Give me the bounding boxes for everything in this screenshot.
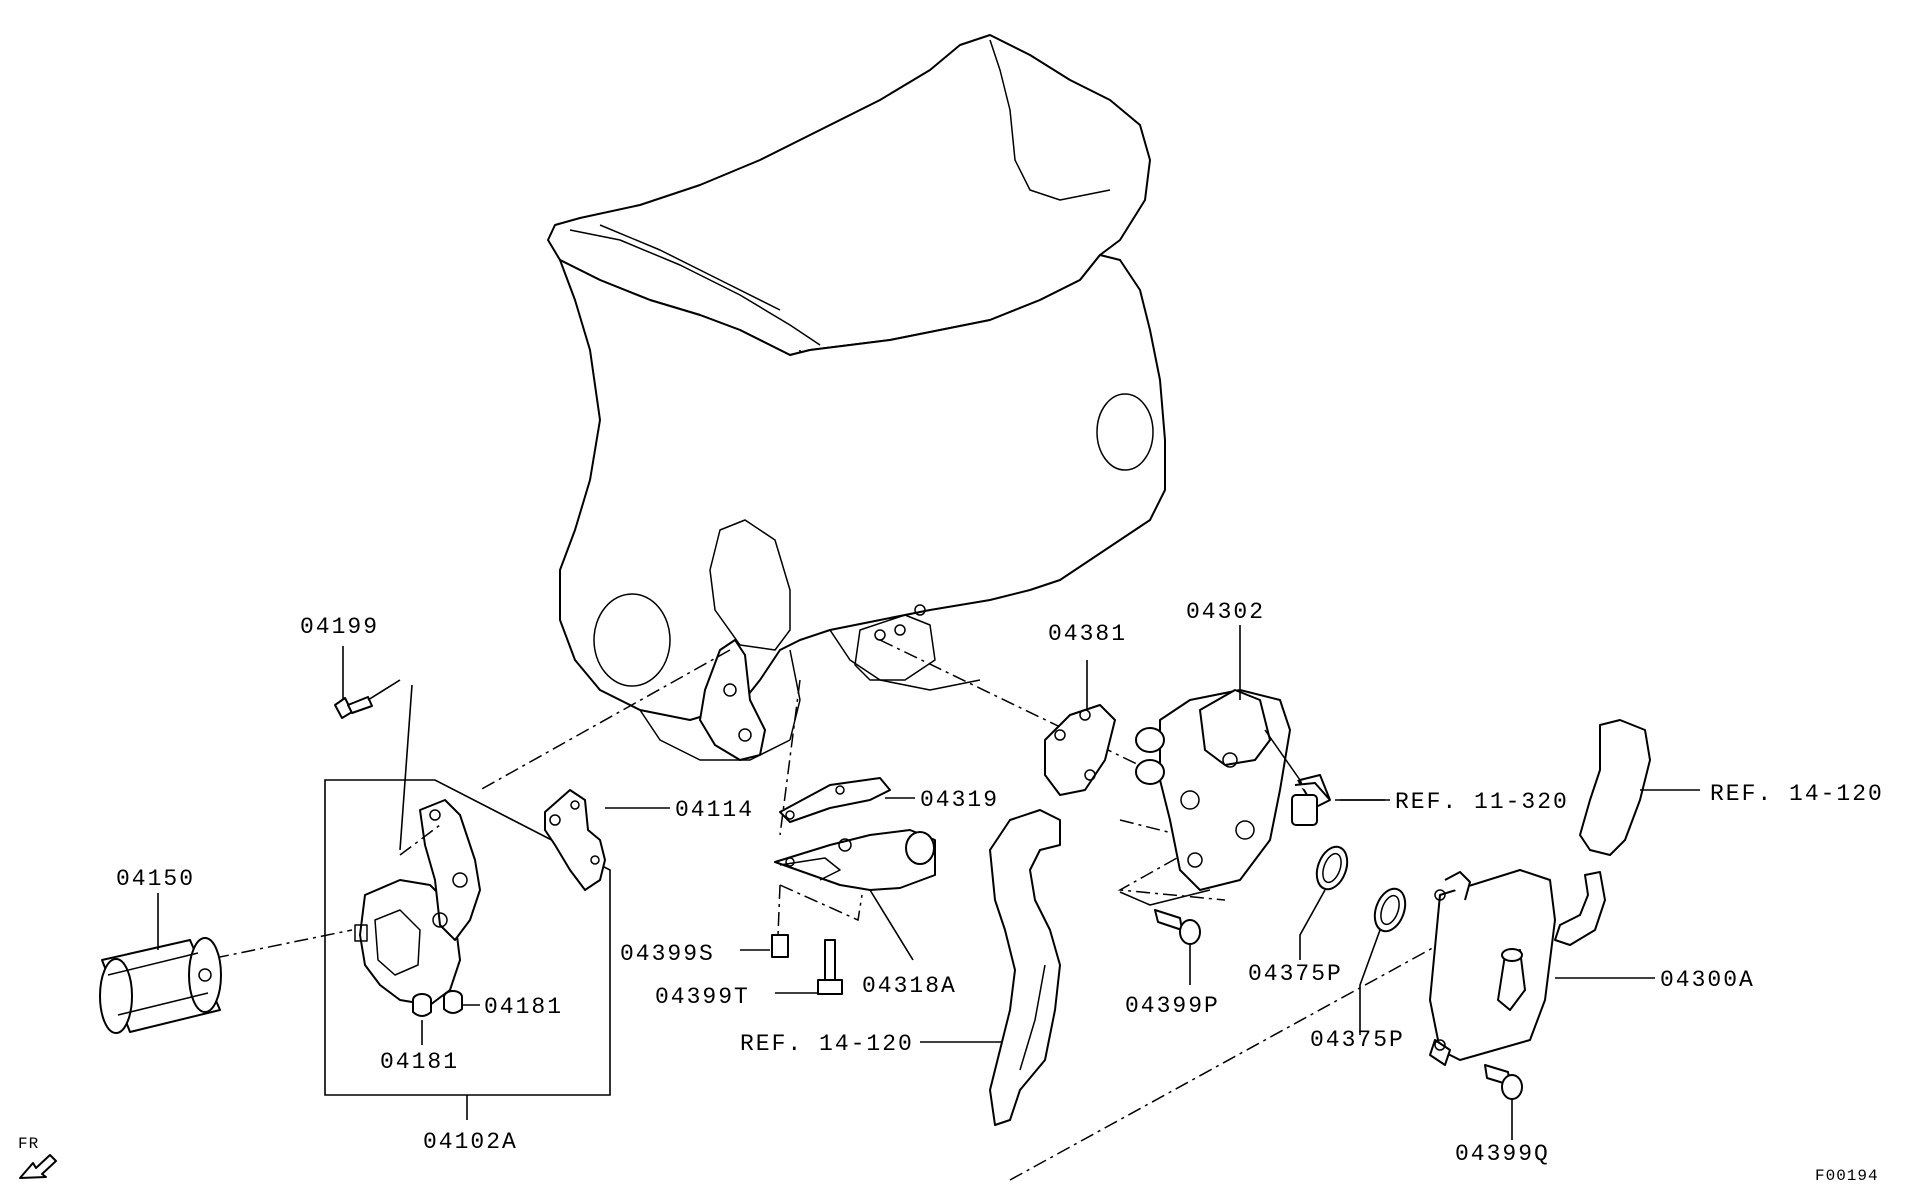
o-ring-04375P-a (1299, 845, 1349, 960)
oil-cooler-04300A (1429, 869, 1655, 1066)
label-04399S: 04399S (620, 941, 715, 967)
o-ring-04375P-b (1359, 887, 1407, 1035)
label-04318A: 04318A (862, 973, 957, 999)
oil-filter-04150 (99, 893, 222, 1034)
label-04399P: 04399P (1125, 993, 1220, 1019)
oil-cooler-housing-04302 (1135, 625, 1390, 891)
bolt-04399Q (1484, 1064, 1523, 1140)
label-front-indicator: FR (18, 1135, 39, 1153)
figure-code: F00194 (1815, 1167, 1879, 1185)
bolt-04199 (334, 646, 401, 719)
label-ref-11-320: REF. 11-320 (1395, 789, 1569, 815)
label-04399T: 04399T (655, 984, 750, 1010)
hose-left (920, 809, 1061, 1126)
bolt-04399S (740, 934, 789, 958)
label-04375P-lower: 04375P (1310, 1027, 1405, 1053)
label-04375P-upper: 04375P (1248, 961, 1343, 987)
hose-right (1554, 719, 1700, 946)
sensor-ref-11-320 (1291, 779, 1385, 826)
label-04302: 04302 (1186, 599, 1265, 625)
label-04199: 04199 (300, 614, 379, 640)
label-04150: 04150 (116, 866, 195, 892)
label-04381: 04381 (1048, 621, 1127, 647)
label-ref-14-120-left: REF. 14-120 (740, 1031, 914, 1057)
label-ref-14-120-right: REF. 14-120 (1710, 781, 1884, 807)
label-04114: 04114 (675, 797, 754, 823)
part-labels: 04199 04150 04114 04181 04181 04102A 043… (18, 599, 1884, 1185)
oil-filter-bracket-04102A (354, 684, 481, 1045)
front-arrow-icon (19, 1154, 57, 1179)
engine-block (547, 34, 1166, 761)
label-04319: 04319 (920, 787, 999, 813)
oil-pipe-04318A (774, 829, 936, 961)
assembly-box-04102A (324, 779, 611, 1120)
label-04399Q: 04399Q (1455, 1141, 1550, 1167)
label-04300A: 04300A (1660, 967, 1755, 993)
gasket-04114 (544, 789, 670, 891)
leader-dashes (214, 639, 1521, 1181)
bolt-04399T (775, 939, 843, 995)
gasket-04381 (1044, 660, 1116, 796)
label-04181-bottom: 04181 (380, 1049, 459, 1075)
label-04102A: 04102A (423, 1129, 518, 1155)
gasket-04319 (779, 777, 915, 823)
bolt-04399P (1119, 889, 1211, 985)
label-04181-right: 04181 (484, 994, 563, 1020)
